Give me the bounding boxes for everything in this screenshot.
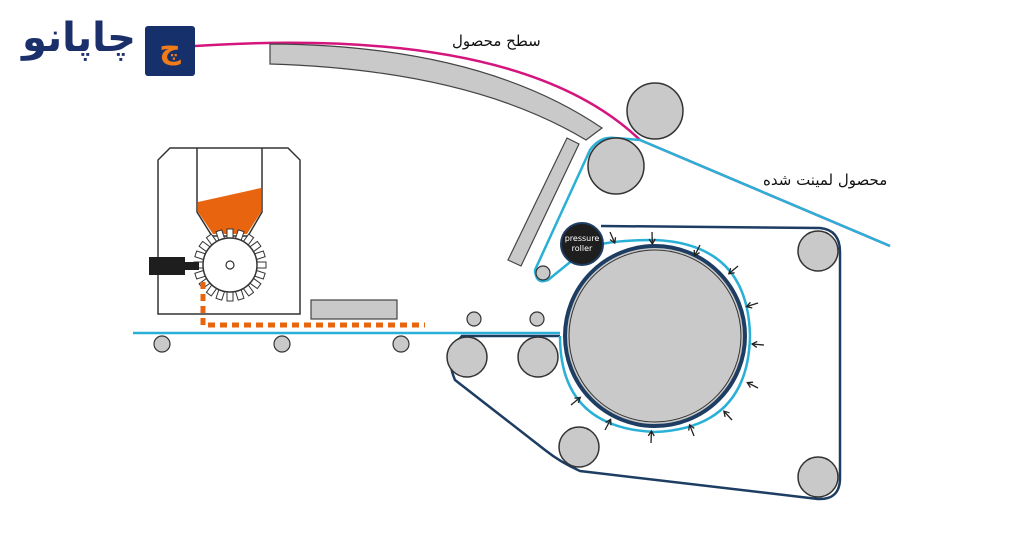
pressure-arrow-shaft xyxy=(694,244,701,257)
motor-block xyxy=(149,257,185,275)
small-guide-roller xyxy=(529,311,545,327)
laminated-product-label: محصول لمینت شده xyxy=(763,171,888,189)
straight-guide-plate xyxy=(507,137,580,267)
adhesive-fill xyxy=(198,188,261,234)
pressure-arrow-head xyxy=(609,237,617,245)
pressure-arrow-shaft xyxy=(604,419,612,431)
pressure-roller-label: pressure roller xyxy=(562,234,602,254)
substrate-line-wrap xyxy=(533,136,891,434)
product-surface-label: سطح محصول xyxy=(452,32,541,50)
pressure-arrow-head xyxy=(750,340,758,348)
pressure-roller-label-line2: roller xyxy=(571,244,593,253)
belt-roller xyxy=(517,336,559,378)
top-nip-roller xyxy=(626,82,684,140)
main-drum-inner xyxy=(568,249,742,423)
pressure-roller-label-line1: pressure xyxy=(564,234,600,243)
pressure-arrow-shaft xyxy=(689,424,695,437)
press-plate xyxy=(310,299,398,320)
support-roller xyxy=(153,335,171,353)
pressure-arrow-shaft xyxy=(728,265,739,275)
gear-hub xyxy=(225,260,235,270)
pressure-arrow-shaft xyxy=(746,302,759,308)
pressure-arrow-head xyxy=(727,268,735,275)
adhesive-trail xyxy=(200,282,425,328)
pressure-arrow-head xyxy=(688,423,695,431)
top-film-line xyxy=(194,41,891,248)
pressure-arrow-shaft xyxy=(746,382,759,389)
pressure-arrow-shaft xyxy=(723,410,733,421)
brand-wordmark: چاپانو xyxy=(22,15,137,61)
pressure-arrow-head xyxy=(647,429,655,437)
small-guide-roller xyxy=(535,265,551,281)
pressure-arrow-head xyxy=(746,381,754,388)
pressure-arrow-head xyxy=(745,301,753,309)
upper-nip-roller xyxy=(587,137,645,195)
belt-roller xyxy=(797,230,839,272)
belt-roller xyxy=(797,456,839,498)
applicator-roller xyxy=(193,228,267,302)
belt-roller xyxy=(558,426,600,468)
pressure-arrow-head xyxy=(605,418,612,426)
small-guide-roller xyxy=(466,311,482,327)
pressure-arrow-shaft xyxy=(570,396,581,406)
pressure-roller xyxy=(560,222,604,266)
motor-shaft xyxy=(185,262,199,270)
curved-guide-plate xyxy=(269,43,604,141)
pressure-arrow-head xyxy=(723,410,730,417)
pressure-arrow-head xyxy=(648,238,656,246)
support-roller xyxy=(392,335,410,353)
pressure-arrow-head xyxy=(693,249,700,257)
pressure-arrows xyxy=(570,231,765,444)
pressure-arrow-shaft xyxy=(751,343,765,346)
pressure-arrow-shaft xyxy=(609,231,616,244)
pressure-arrow-head xyxy=(574,396,582,404)
belt-roller xyxy=(446,336,488,378)
main-drum xyxy=(563,244,747,428)
brand-logo-mark: چ xyxy=(159,31,181,66)
brand-logo-icon: چ xyxy=(145,26,195,76)
support-roller xyxy=(273,335,291,353)
